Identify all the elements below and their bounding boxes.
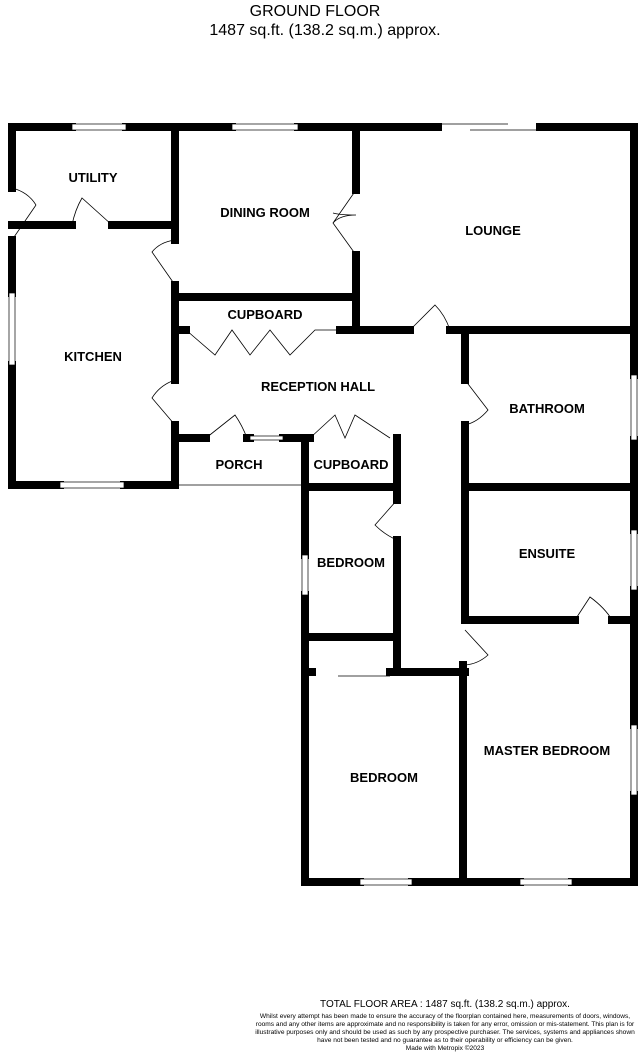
- credit: Made with Metropix ©2023: [405, 1045, 485, 1052]
- floor-title: GROUND FLOOR: [249, 3, 381, 20]
- label-cupboard-2: CUPBOARD: [313, 457, 388, 472]
- total-floor-area: TOTAL FLOOR AREA : 1487 sq.ft. (138.2 sq…: [320, 999, 570, 1010]
- disclaimer-text: Whilst every attempt has been made to en…: [255, 1013, 635, 1044]
- windows: [8, 123, 638, 886]
- label-utility: UTILITY: [68, 170, 117, 185]
- label-master-bedroom: MASTER BEDROOM: [484, 743, 610, 758]
- floor-area: 1487 sq.ft. (138.2 sq.m.) approx.: [209, 22, 441, 39]
- label-kitchen: KITCHEN: [64, 349, 122, 364]
- label-ensuite: ENSUITE: [519, 546, 576, 561]
- label-cupboard: CUPBOARD: [227, 307, 302, 322]
- label-bedroom-small: BEDROOM: [317, 555, 385, 570]
- label-dining-room: DINING ROOM: [220, 205, 310, 220]
- label-bedroom: BEDROOM: [350, 770, 418, 785]
- label-porch: PORCH: [216, 457, 263, 472]
- disclaimer: Whilst every attempt has been made to en…: [250, 1013, 640, 1053]
- room-labels: UTILITY DINING ROOM LOUNGE KITCHEN CUPBO…: [64, 170, 610, 785]
- label-bathroom: BATHROOM: [509, 401, 585, 416]
- label-lounge: LOUNGE: [465, 223, 521, 238]
- label-reception-hall: RECEPTION HALL: [261, 379, 375, 394]
- walls: [8, 123, 638, 886]
- doors: [11, 187, 613, 666]
